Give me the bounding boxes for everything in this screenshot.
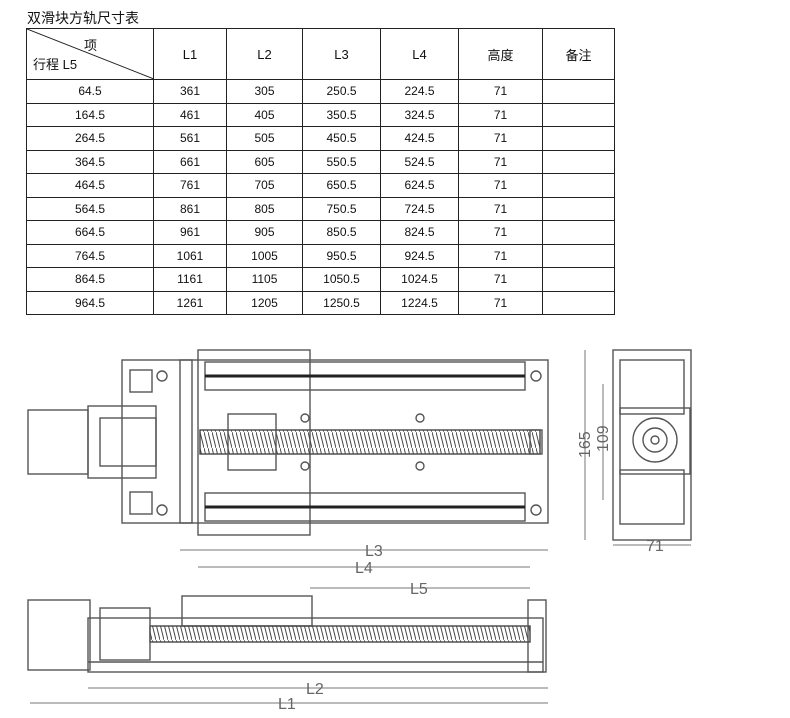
dimension-cell: 1061 [153,243,227,268]
dimension-cell: 1205 [226,290,303,315]
header-l1: L1 [153,28,227,80]
side-motor [27,599,91,671]
dimension-cell [542,267,615,292]
corner-header-cell: 项 行程 L5 [26,28,154,80]
side-base [87,617,544,673]
dimension-cell: 950.5 [302,243,381,268]
dimension-cell: 71 [458,290,543,315]
dimension-cell: 1161 [153,267,227,292]
stroke-cell: 964.5 [26,290,154,315]
dimension-cell: 424.5 [380,126,459,151]
dim-l5: L5 [410,581,428,598]
dim-inner: 109 [595,425,612,452]
corner-stroke-label: 行程 L5 [33,57,78,72]
dimension-cell: 71 [458,243,543,268]
end-view [612,349,692,541]
motor-body [27,409,89,475]
table-title: 双滑块方轨尺寸表 [27,11,139,27]
dimension-cell: 71 [458,102,543,127]
stroke-cell: 564.5 [26,196,154,221]
dim-width: 71 [646,538,664,555]
dimension-cell: 71 [458,173,543,198]
dimension-cell: 71 [458,196,543,221]
dimension-cell: 1250.5 [302,290,381,315]
dim-l1: L1 [278,696,296,713]
dimension-cell: 405 [226,102,303,127]
dimension-cell: 850.5 [302,220,381,245]
dimension-cell [542,290,615,315]
nut-block [227,413,277,471]
dimension-cell: 861 [153,196,227,221]
top-view [27,349,549,536]
side-carriage [181,595,313,627]
dim-l2: L2 [306,681,324,698]
dimension-cell: 750.5 [302,196,381,221]
dim-l4: L4 [355,560,373,577]
dimension-cell: 461 [153,102,227,127]
diagonal-line [27,29,154,79]
dimension-cell: 505 [226,126,303,151]
base-plate [121,359,549,524]
dim-l3: L3 [365,543,383,560]
dimension-cell: 1005 [226,243,303,268]
dimension-cell: 224.5 [380,79,459,104]
table-header-row: 项 行程 L5 L1 L2 L3 L4 高度 备注 [26,28,615,80]
header-l2: L2 [226,28,303,80]
dimension-cell: 1224.5 [380,290,459,315]
stroke-cell: 764.5 [26,243,154,268]
corner-item-label: 项 [83,38,97,53]
dimension-cell: 1261 [153,290,227,315]
dimension-cell [542,102,615,127]
dimension-lines [30,350,691,704]
side-screw [149,625,531,643]
dimension-cell: 650.5 [302,173,381,198]
stroke-cell: 164.5 [26,102,154,127]
dimension-cell: 1024.5 [380,267,459,292]
dimension-cell: 71 [458,267,543,292]
dimension-cell [542,243,615,268]
lead-screw [199,429,541,455]
dimension-cell: 305 [226,79,303,104]
dimension-cell: 1050.5 [302,267,381,292]
dimension-cell: 324.5 [380,102,459,127]
header-remarks: 备注 [542,28,615,80]
dimension-cell [542,220,615,245]
stroke-cell: 264.5 [26,126,154,151]
header-height: 高度 [458,28,543,80]
stroke-cell: 464.5 [26,173,154,198]
side-view [27,595,547,673]
dimension-cell [542,79,615,104]
dim-height: 165 [577,431,594,458]
dimension-cell [542,149,615,174]
dimension-cell: 350.5 [302,102,381,127]
dimension-cell: 71 [458,126,543,151]
dimension-cell: 1105 [226,267,303,292]
dimension-cell: 961 [153,220,227,245]
stroke-cell: 664.5 [26,220,154,245]
end-profile [612,349,692,541]
dimension-cell: 361 [153,79,227,104]
dimension-cell: 924.5 [380,243,459,268]
